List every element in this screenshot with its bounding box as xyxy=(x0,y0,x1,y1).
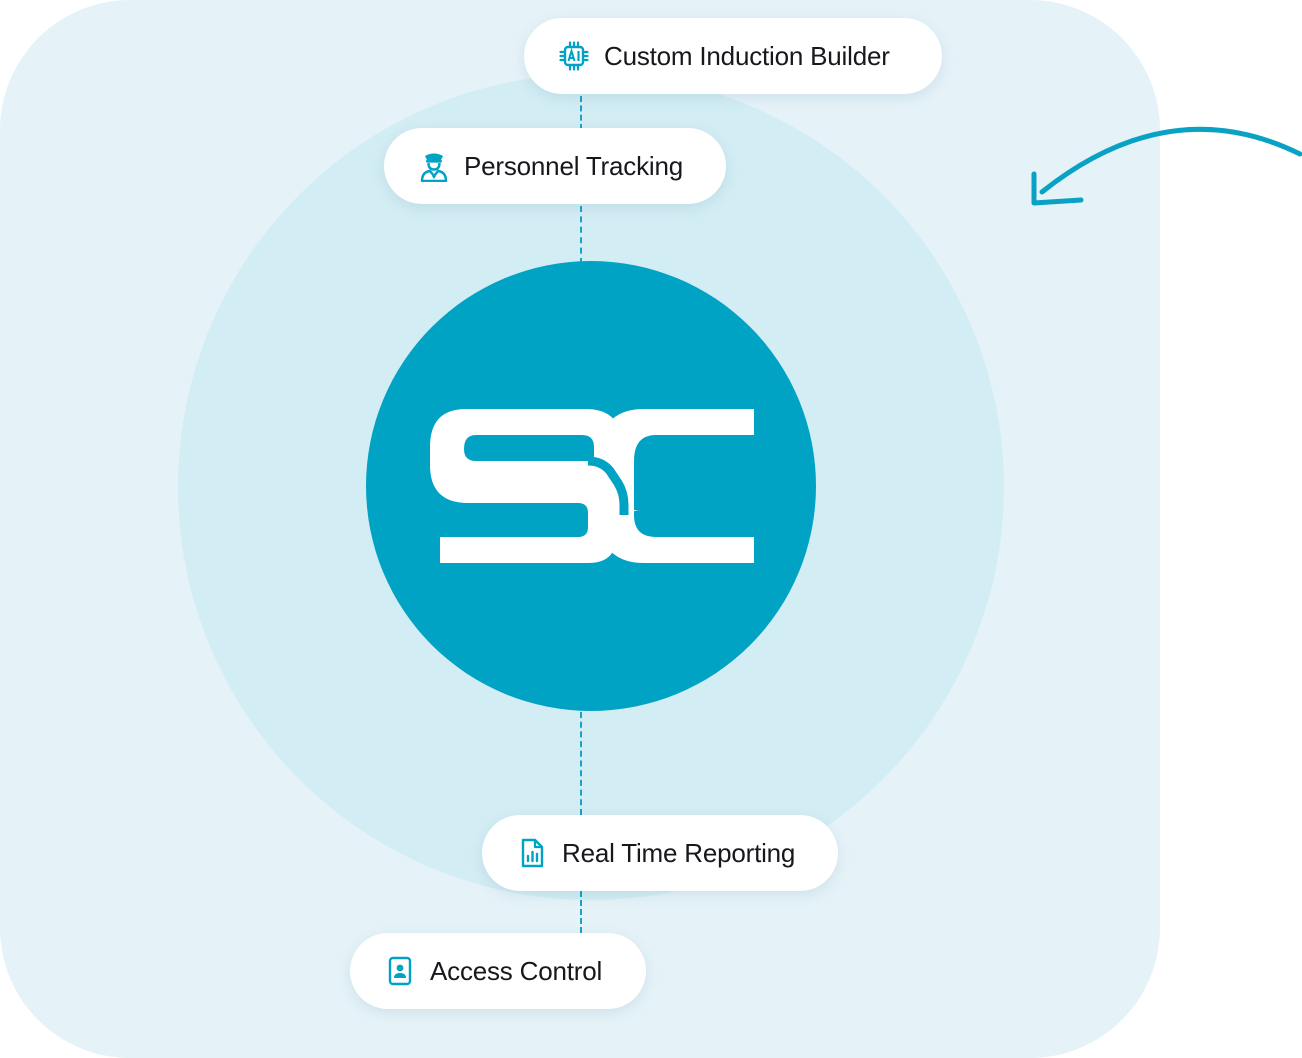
feature-label: Personnel Tracking xyxy=(464,150,683,181)
connector-top-upper xyxy=(580,96,582,130)
connector-top-lower xyxy=(580,206,582,264)
logo-link-stroke xyxy=(587,456,629,515)
curved-arrow-icon xyxy=(1031,126,1302,206)
logo-s-glyph xyxy=(430,409,642,563)
connector-bottom-upper xyxy=(580,712,582,815)
id-badge-icon xyxy=(384,955,416,987)
feature-label: Access Control xyxy=(430,955,603,986)
feature-pill-custom-induction-builder[interactable]: Custom Induction Builder xyxy=(524,18,942,94)
feature-label: Real Time Reporting xyxy=(562,837,796,868)
officer-icon xyxy=(418,150,450,182)
ai-chip-icon xyxy=(558,40,590,72)
feature-label: Custom Induction Builder xyxy=(604,40,890,71)
connector-bottom-lower xyxy=(580,891,582,933)
logo-c-glyph xyxy=(598,409,754,563)
feature-pill-personnel-tracking[interactable]: Personnel Tracking xyxy=(384,128,726,204)
feature-pill-access-control[interactable]: Access Control xyxy=(350,933,646,1009)
sc-logo: SC xyxy=(430,409,754,563)
logo-hub: SC xyxy=(366,261,816,711)
report-document-icon xyxy=(516,837,548,869)
feature-pill-real-time-reporting[interactable]: Real Time Reporting xyxy=(482,815,838,891)
